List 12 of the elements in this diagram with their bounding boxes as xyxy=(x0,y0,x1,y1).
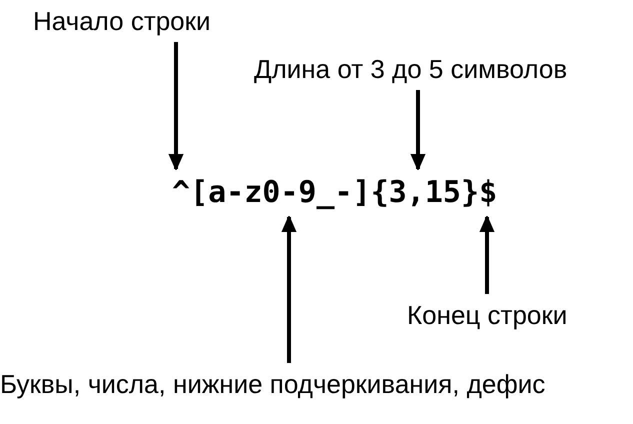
arrow xyxy=(282,216,296,363)
annotation-text: Длина от 3 до 5 символов xyxy=(254,54,568,84)
annotation-text: Начало строки xyxy=(33,6,211,36)
regex-token: $ xyxy=(479,176,498,210)
annotation-text: Конец строки xyxy=(407,300,568,330)
regex-token: ^ xyxy=(172,176,190,210)
regex-token: [a-z0-9_-] xyxy=(190,176,371,210)
regex-token: {3,15} xyxy=(370,176,480,210)
annotation-text: Буквы, числа, нижние подчеркивания, дефис xyxy=(0,369,546,399)
arrow xyxy=(410,90,426,170)
arrow xyxy=(480,216,494,294)
arrow xyxy=(168,42,184,170)
